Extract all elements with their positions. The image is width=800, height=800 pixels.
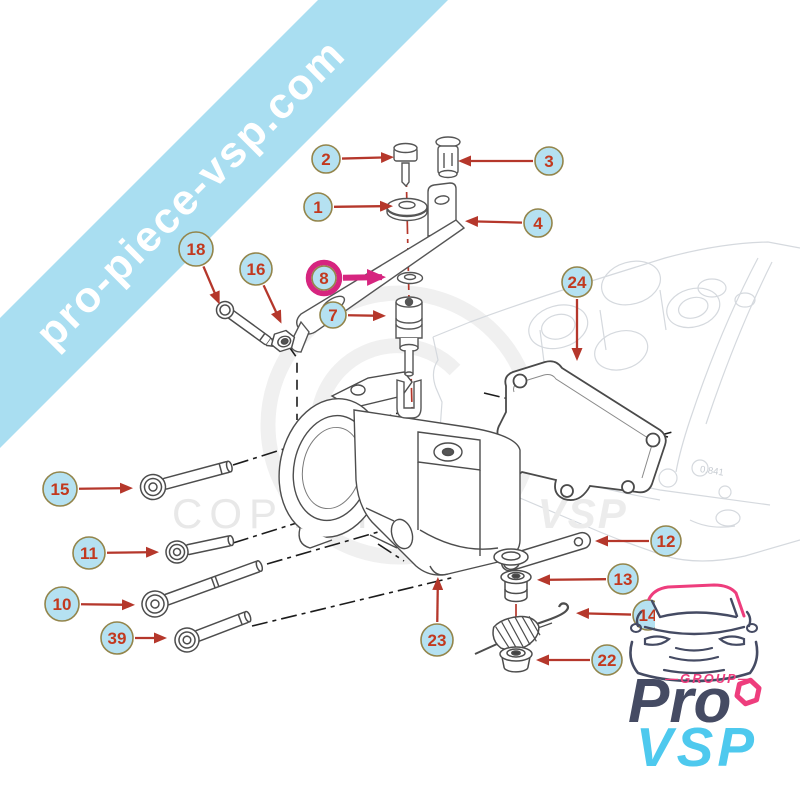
callout-bubble-2[interactable] [311,144,341,174]
callout-bubble-10[interactable] [44,586,80,622]
callout-11[interactable]: 11 [72,536,160,570]
callout-number-13: 13 [614,570,633,589]
callout-10[interactable]: 10 [44,586,136,622]
callout-arrow-8 [342,268,387,286]
callout-number-39: 39 [108,629,127,648]
callout-bubble-18[interactable] [178,231,214,267]
callout-bubble-23[interactable] [420,623,454,657]
callout-bubble-1[interactable] [303,192,333,222]
callout-12[interactable]: 12 [595,525,682,557]
callout-13[interactable]: 13 [536,563,639,595]
callout-bubble-12[interactable] [650,525,682,557]
callout-arrow-1 [333,200,394,212]
red-centerlines [405,163,517,653]
callout-arrow-14 [575,607,632,619]
callout-number-7: 7 [328,306,337,325]
callout-7[interactable]: 7 [319,301,387,329]
callout-number-18: 18 [187,240,206,259]
logo-pro-text: Pro [628,667,731,736]
guide-dashed-lines [289,347,298,420]
callout-number-11: 11 [80,544,98,563]
callout-4[interactable]: 4 [464,208,553,238]
callout-bubble-16[interactable] [239,252,273,286]
callout-bubble-8[interactable] [311,265,337,291]
callout-bubble-4[interactable] [523,208,553,238]
callout-16[interactable]: 16 [239,252,282,324]
callout-arrow-16 [262,284,282,324]
callout-2[interactable]: 2 [311,144,395,174]
callout-bubble-7[interactable] [319,301,347,329]
callout-number-3: 3 [544,152,553,171]
callout-arrow-4 [464,215,523,227]
callout-bubble-15[interactable] [42,471,78,507]
callout-number-22: 22 [598,651,617,670]
callout-8[interactable]: 8 [305,259,387,297]
callout-arrow-23 [432,576,444,623]
callout-arrow-2 [341,152,395,164]
logo-vsp-text: VSP [636,716,758,778]
callout-39[interactable]: 39 [100,621,167,655]
callout-number-1: 1 [313,198,322,217]
callout-3[interactable]: 3 [458,146,564,176]
callout-arrow-15 [78,482,134,494]
screw-and-nut-art [215,300,296,353]
callout-bubble-3[interactable] [534,146,564,176]
callout-24[interactable]: 24 [561,266,593,361]
hex-nut-icon [734,677,762,707]
callout-number-2: 2 [321,150,330,169]
callout-arrow-18 [202,266,220,305]
callout-arrow-10 [80,599,136,611]
callout-number-16: 16 [247,260,266,279]
callout-number-10: 10 [53,595,72,614]
callout-arrow-11 [106,546,160,558]
provsp-logo[interactable]: —GROUP— Pro VSP [628,580,800,780]
callout-bubble-39[interactable] [100,621,134,655]
car-icon [629,583,759,683]
callout-bubble-11[interactable] [72,536,106,570]
callout-highlight-ring [305,259,343,297]
callout-bubble-24[interactable] [561,266,593,298]
callout-arrow-13 [536,574,607,586]
logo-group-text: —GROUP— [664,671,753,686]
callout-14[interactable]: 14 [575,599,664,631]
block-code-text: 0.841 [699,464,724,479]
banner-url-text: pro-piece-vsp.com [27,30,355,358]
callout-15[interactable]: 15 [42,471,134,507]
linkage-parts-art [474,531,592,673]
bolts-art [139,460,264,653]
callout-1[interactable]: 1 [303,192,394,222]
pump-body-art [278,371,521,576]
callout-number-14: 14 [639,606,658,625]
callout-number-4: 4 [533,214,543,233]
callout-bubble-22[interactable] [591,644,623,676]
callout-bubble-13[interactable] [607,563,639,595]
callout-number-8: 8 [319,269,328,288]
callout-23[interactable]: 23 [420,576,454,657]
callout-number-23: 23 [428,631,447,650]
callout-22[interactable]: 22 [536,644,623,676]
callout-number-12: 12 [657,532,676,551]
callout-18[interactable]: 18 [178,231,220,305]
callout-number-24: 24 [568,273,587,292]
callout-number-15: 15 [51,480,70,499]
callout-arrow-7 [347,310,387,322]
